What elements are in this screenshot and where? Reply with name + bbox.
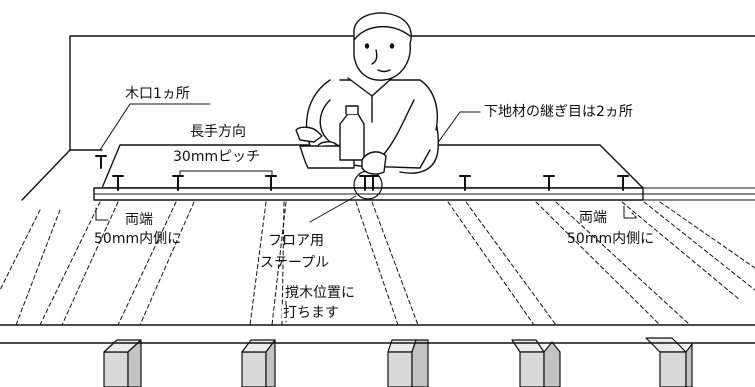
staple-icon [459, 175, 471, 191]
both-ends-right-label: 両端 [579, 210, 607, 226]
worker-figure [295, 12, 439, 175]
joist-position-line1: 撹木位置に [284, 285, 356, 301]
joint-label: 下地材の継ぎ目は2ヵ所 [484, 104, 633, 120]
staple-icon [367, 175, 379, 191]
corner-mark-icon [95, 207, 109, 221]
staple-icon [265, 175, 277, 191]
joist [645, 337, 693, 387]
joists [103, 337, 693, 387]
joist-guide-lines [0, 201, 755, 326]
staple-icon [543, 175, 555, 191]
corner-mark-icon [623, 205, 637, 219]
butt-end-label: 木口1ヵ所 [125, 86, 190, 102]
staple-label-line1: フロア用 [268, 233, 324, 249]
staple-label-line2: ステープル [260, 255, 330, 271]
back-wall [69, 35, 755, 151]
long-direction-label: 長手方向 [190, 124, 246, 140]
staple-icon [172, 175, 184, 191]
joist [241, 339, 276, 387]
pitch-dimension [179, 170, 273, 176]
staple-icon [95, 155, 107, 169]
next-board [642, 187, 755, 201]
inset-right-label: 50mm内側に [567, 231, 655, 247]
both-ends-left-label: 両端 [125, 212, 153, 228]
joist-position-line2: 打ちます [282, 305, 340, 321]
staple-icon [617, 175, 629, 191]
joist [511, 339, 561, 387]
pitch-label: 30mmピッチ [172, 149, 262, 165]
staple-icon [112, 175, 124, 191]
joist [387, 339, 429, 387]
joist [103, 339, 142, 387]
staples [95, 155, 629, 191]
inset-left-label: 50mm内側に [94, 231, 182, 247]
floor-base-corner [21, 149, 71, 201]
